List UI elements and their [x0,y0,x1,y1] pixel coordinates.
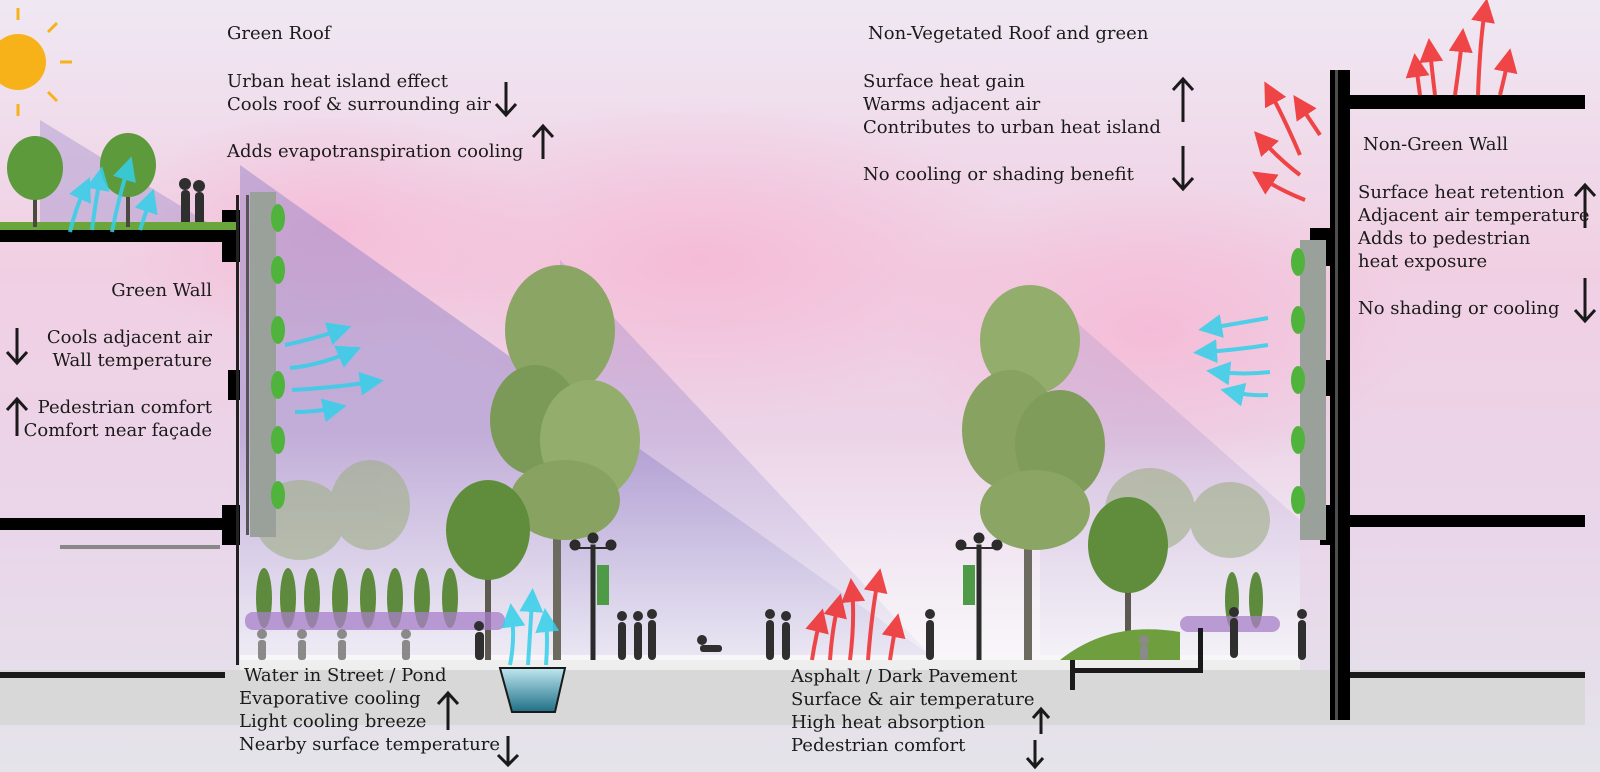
down-arrow-icon [495,734,523,768]
sky-glow [110,110,550,350]
non-vegetated-roof-line2: Warms adjacent air [863,94,1041,115]
water-line3: Light cooling breeze [239,711,427,732]
asphalt-line3: High heat absorption [791,712,986,733]
non-green-wall-line3: Adds to pedestrian [1358,228,1531,249]
green-roof-line2: Cools roof & surrounding air [227,94,491,115]
non-green-wall-title: Non-Green Wall [1363,134,1509,155]
non-green-wall-line2: Adjacent air temperature [1358,205,1590,226]
down-arrow-icon [493,80,521,118]
non-green-wall-line4: heat exposure [1358,251,1488,272]
tree-icon [962,285,1105,660]
green-wall-line3: Pedestrian comfort [37,397,212,418]
tree-icon [446,480,530,660]
non-green-wall-line1: Surface heat retention [1358,182,1565,203]
up-arrow-icon [530,123,558,161]
down-arrow-icon [1170,144,1198,192]
grass-mound [1060,629,1180,662]
non-vegetated-roof-line3: Contributes to urban heat island [863,117,1161,138]
up-arrow-icon [1170,76,1198,124]
green-roof-title: Green Roof [227,23,331,44]
slab [0,672,225,678]
sun-icon [0,8,72,116]
slab [1340,672,1585,678]
cool-air-arrows [68,156,1271,666]
down-arrow-icon [1022,738,1050,770]
curb [1070,660,1075,690]
down-arrow-icon [1572,276,1600,324]
street-lamp-icon [569,532,617,661]
person-silhouette [179,178,1307,660]
tree-icon [490,265,640,660]
water-line1: Water in Street / Pond [244,665,447,686]
up-arrow-icon [1572,182,1600,230]
pond [498,667,567,713]
water-line2: Evaporative cooling [239,688,421,709]
curb [1070,668,1200,673]
green-roof-line3: Adds evapotranspiration cooling [227,141,524,162]
down-arrow-icon [4,326,32,366]
ground-section [0,670,1585,725]
green-roof-line1: Urban heat island effect [227,71,449,92]
up-arrow-icon [435,690,463,732]
left-building [0,195,249,665]
water-line4: Nearby surface temperature [239,734,500,755]
seated-people [257,629,1149,660]
up-arrow-icon [4,396,32,438]
asphalt-line2: Surface & air temperature [791,689,1035,710]
green-wall-right [1291,240,1326,540]
green-wall-line2: Wall temperature [52,350,212,371]
tree-icon [1088,497,1168,660]
up-arrow-icon [1028,706,1056,736]
green-wall-line4: Comfort near façade [23,420,212,441]
non-vegetated-roof-line1: Surface heat gain [863,71,1025,92]
non-vegetated-roof-title: Non-Vegetated Roof and green [868,23,1149,44]
green-wall-title: Green Wall [111,280,212,301]
street-surface [240,660,1300,670]
right-building [1310,70,1585,720]
asphalt-line4: Pedestrian comfort [791,735,966,756]
green-wall-left [250,192,285,537]
non-vegetated-roof-line4: No cooling or shading benefit [863,164,1134,185]
green-wall-line1: Cools adjacent air [46,327,212,348]
hot-air-arrows [805,0,1518,661]
asphalt-line1: Asphalt / Dark Pavement [791,666,1018,687]
retaining-wall [1198,628,1203,673]
non-green-wall-line5: No shading or cooling [1358,298,1560,319]
